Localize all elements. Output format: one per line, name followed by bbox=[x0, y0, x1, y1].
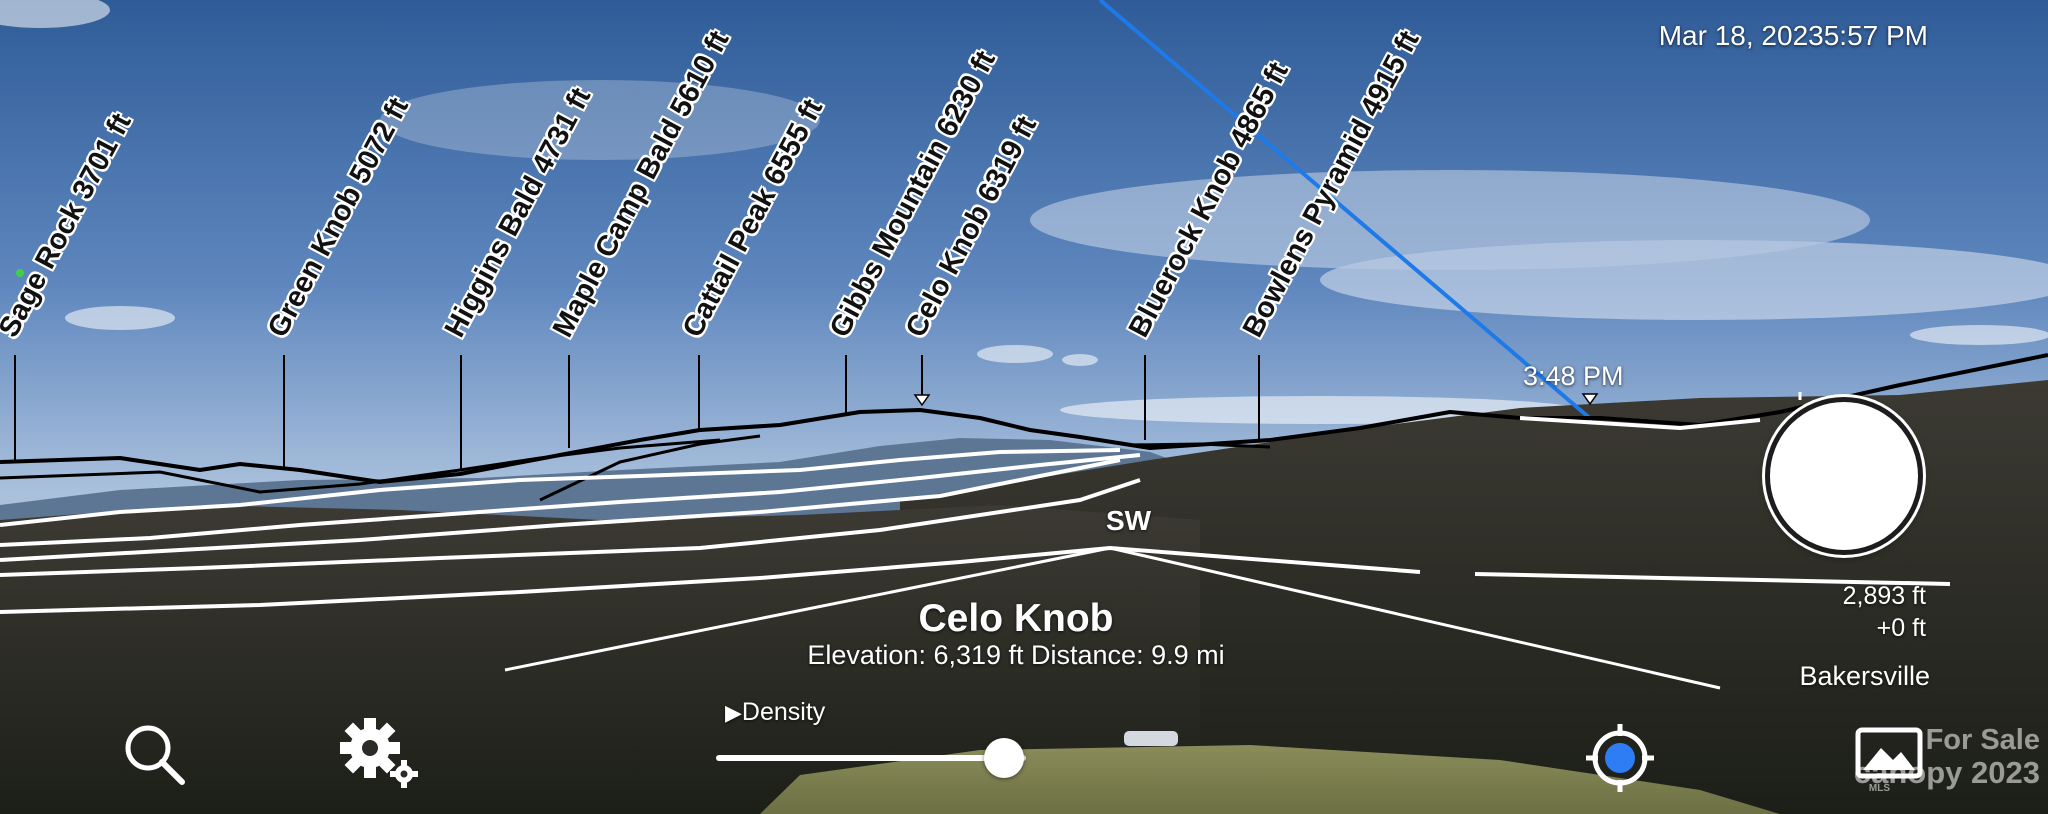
sun-marker-arrow bbox=[1581, 393, 1599, 406]
sun-time-label: 3:48 PM bbox=[1523, 361, 1624, 391]
foreground-forest bbox=[0, 505, 1200, 814]
parked-car bbox=[1124, 731, 1178, 746]
selected-peak-stats: Elevation: 6,319 ft Distance: 9.9 mi bbox=[807, 640, 1225, 670]
clouds bbox=[0, 0, 2048, 424]
watermark: For Sale canopy 2023 MLS bbox=[1853, 724, 2040, 794]
search-button[interactable] bbox=[118, 718, 190, 790]
density-slider-track[interactable] bbox=[716, 755, 1026, 761]
shutter-button[interactable] bbox=[1765, 397, 1923, 555]
photo-library-button[interactable] bbox=[1855, 726, 1925, 782]
play-icon: ▶ bbox=[725, 700, 742, 725]
gear-icon bbox=[340, 718, 418, 788]
search-icon bbox=[125, 725, 185, 785]
density-slider-knob[interactable] bbox=[983, 738, 1024, 778]
selected-peak-arrow bbox=[913, 355, 931, 407]
settings-button[interactable] bbox=[334, 712, 424, 794]
sun-path bbox=[1098, 0, 1594, 422]
density-toggle[interactable]: ▶Density bbox=[725, 698, 826, 726]
observer-altitude: 2,893 ft bbox=[1842, 582, 1926, 610]
green-marker-dot bbox=[16, 269, 24, 277]
locate-button[interactable] bbox=[1582, 720, 1658, 796]
ridge-lines bbox=[0, 353, 2048, 690]
location-icon bbox=[1586, 724, 1654, 792]
date-time: Mar 18, 20235:57 PM bbox=[1658, 20, 1928, 51]
selected-peak-name: Celo Knob bbox=[918, 597, 1114, 640]
location-name[interactable]: Bakersville bbox=[1799, 661, 1930, 691]
compass-direction: SW bbox=[1106, 505, 1152, 536]
photo-icon bbox=[1855, 727, 1923, 779]
altitude-offset: +0 ft bbox=[1876, 614, 1926, 642]
peak-leader-lines bbox=[14, 355, 1260, 470]
